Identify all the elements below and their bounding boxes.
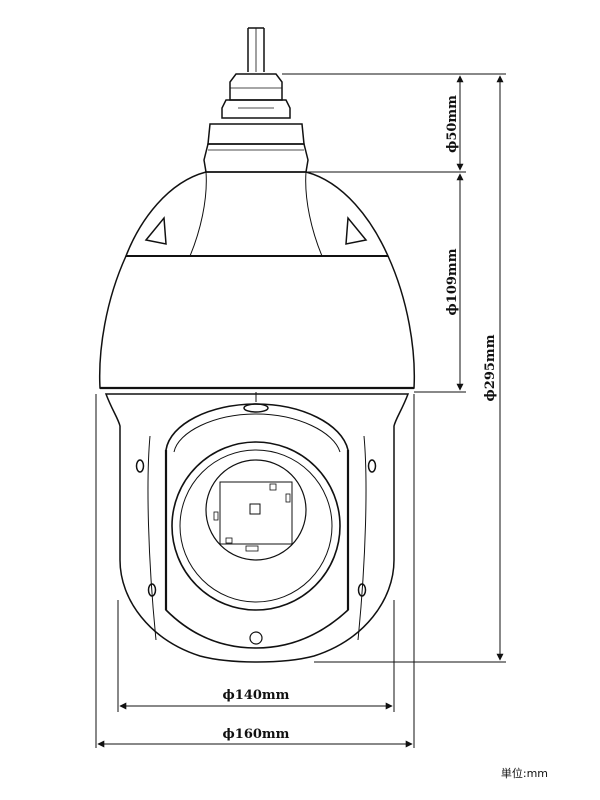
camera-head <box>164 403 350 649</box>
dim-inner-width-label: ϕ140mm <box>223 688 290 703</box>
cable <box>247 27 265 72</box>
sensor-board <box>219 481 293 545</box>
dim-total-height: ϕ295mm <box>483 75 504 661</box>
lens-outer-ring <box>171 441 341 611</box>
dimension-lines <box>95 73 506 748</box>
screw-hole-right-bottom <box>357 583 367 597</box>
lens-inner <box>205 459 307 561</box>
dim-dome-height: ϕ109mm <box>445 173 464 391</box>
camera-body <box>98 27 416 663</box>
mid-housing <box>98 255 416 390</box>
bottom-sensor <box>249 631 263 645</box>
screw-hole-right-top <box>367 459 377 473</box>
lens-ring <box>179 449 333 603</box>
upper-dome <box>124 171 390 257</box>
cable-gland <box>221 73 291 119</box>
lower-housing <box>104 392 410 663</box>
mount-adapter <box>203 123 309 173</box>
screw-hole-left-top <box>135 459 145 473</box>
dim-total-height-label: ϕ295mm <box>483 334 498 401</box>
dim-outer-width-label: ϕ160mm <box>223 727 290 742</box>
dim-mount-diameter-label: ϕ50mm <box>445 95 460 153</box>
dim-outer-width: ϕ160mm <box>97 727 413 748</box>
unit-note: 単位:mm <box>501 766 548 780</box>
vent-right <box>345 216 368 245</box>
top-sensor <box>243 403 269 413</box>
dim-inner-width: ϕ140mm <box>119 688 393 710</box>
dim-mount-diameter: ϕ50mm <box>445 75 464 171</box>
dim-dome-height-label: ϕ109mm <box>445 248 460 315</box>
screw-hole-left-bottom <box>147 583 157 597</box>
vent-left <box>144 216 167 245</box>
